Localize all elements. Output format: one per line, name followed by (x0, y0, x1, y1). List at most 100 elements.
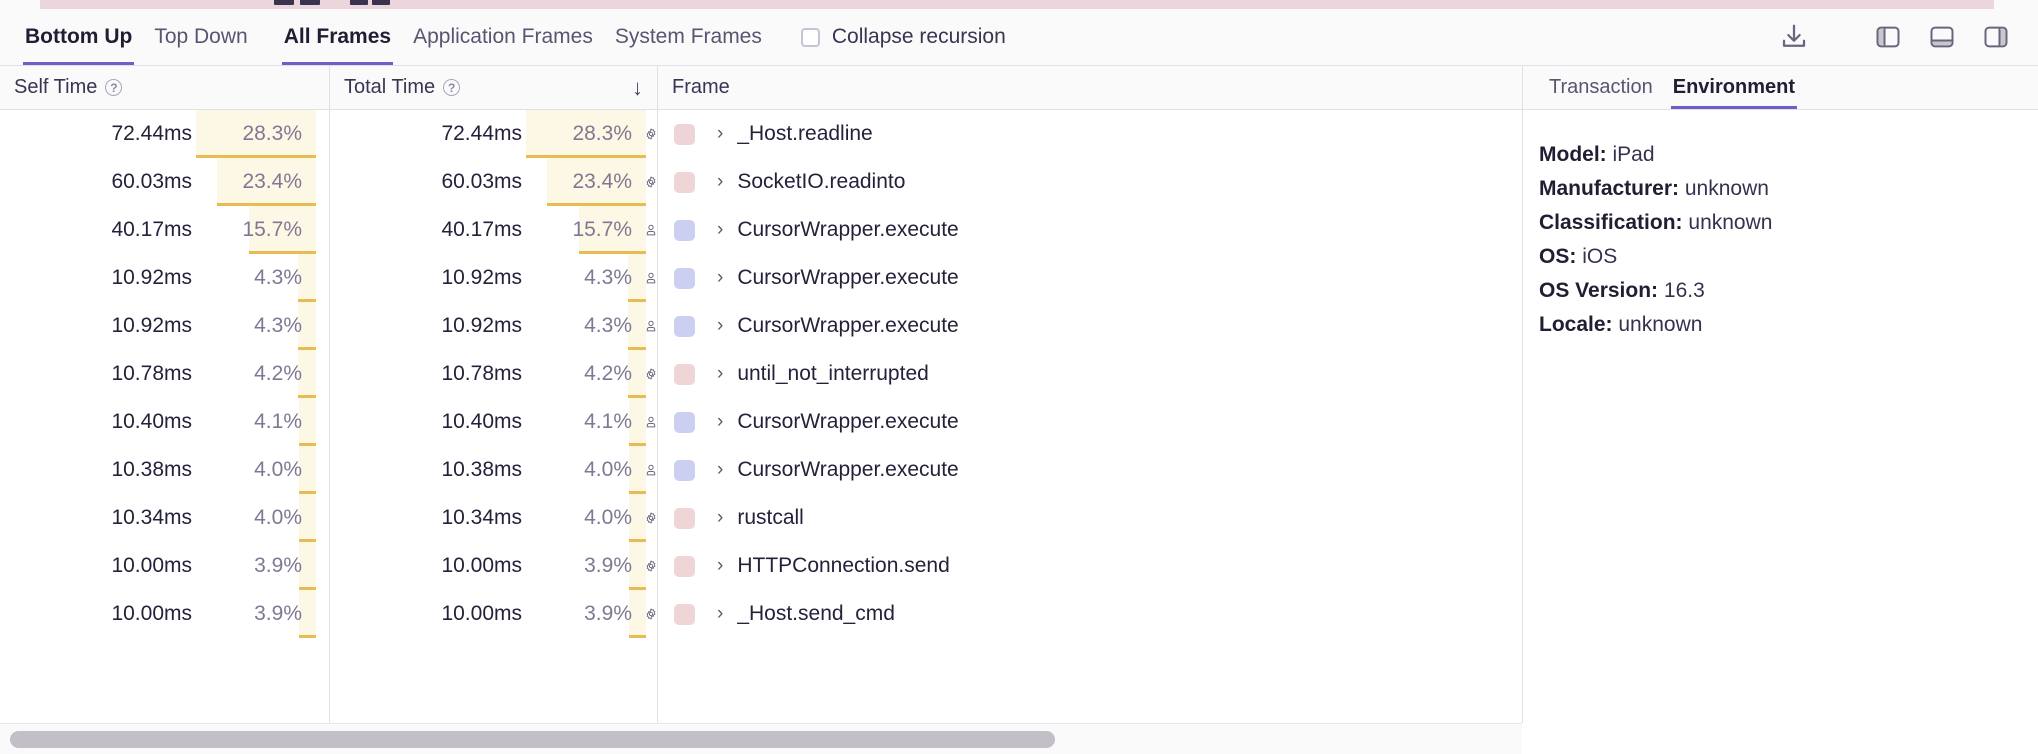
self-percent-bar: 4.1% (196, 398, 316, 446)
gear-icon[interactable] (644, 170, 658, 194)
tab-transaction[interactable]: Transaction (1539, 66, 1663, 109)
download-icon[interactable] (1774, 17, 1814, 57)
expand-chevron-icon[interactable]: › (717, 603, 724, 624)
expand-chevron-icon[interactable]: › (717, 267, 724, 288)
environment-row: OS Version: 16.3 (1539, 274, 2038, 308)
flamegraph-block[interactable] (372, 0, 390, 5)
tab-all-frames-label: All Frames (283, 25, 392, 48)
collapse-recursion-checkbox[interactable] (800, 27, 820, 47)
flamegraph-strip[interactable] (0, 0, 2038, 9)
tab-top-down-label: Top Down (154, 25, 248, 48)
self-percent-bar: 4.0% (196, 446, 316, 494)
column-header-self-time[interactable]: Self Time ? (0, 66, 330, 109)
expand-chevron-icon[interactable]: › (717, 555, 724, 576)
expand-chevron-icon[interactable]: › (717, 123, 724, 144)
flamegraph-left-edge (0, 0, 40, 9)
tab-system-frames[interactable]: System Frames (604, 9, 773, 65)
environment-key: Manufacturer: (1539, 177, 1680, 200)
environment-row: Model: iPad (1539, 138, 2038, 172)
self-percent-value: 4.3% (254, 314, 302, 337)
person-icon[interactable] (644, 314, 658, 338)
self-percent-value: 4.0% (254, 506, 302, 529)
cell-total-time: 10.78ms 4.2% (330, 350, 658, 398)
total-time-value: 10.78ms (441, 362, 522, 385)
self-percent-value: 4.2% (254, 362, 302, 385)
self-percent-underline (299, 539, 316, 542)
expand-chevron-icon[interactable]: › (717, 507, 724, 528)
scrollbar-thumb[interactable] (10, 731, 1055, 748)
environment-value: iOS (1582, 245, 1618, 268)
total-percent-value: 4.2% (584, 362, 632, 385)
tab-application-frames[interactable]: Application Frames (402, 9, 604, 65)
gear-icon[interactable] (644, 554, 658, 578)
environment-row: OS: iOS (1539, 240, 2038, 274)
frame-name: CursorWrapper.execute (737, 458, 959, 481)
expand-chevron-icon[interactable]: › (717, 219, 724, 240)
total-percent-value: 23.4% (572, 170, 632, 193)
person-icon[interactable] (644, 266, 658, 290)
total-percent-underline (629, 491, 646, 494)
horizontal-scrollbar[interactable] (0, 723, 1522, 754)
expand-chevron-icon[interactable]: › (717, 459, 724, 480)
tab-top-down[interactable]: Top Down (143, 9, 258, 65)
help-icon[interactable]: ? (105, 79, 123, 96)
person-icon[interactable] (644, 410, 658, 434)
total-percent-value: 28.3% (572, 122, 632, 145)
person-icon[interactable] (644, 218, 658, 242)
self-percent-fill (297, 302, 316, 350)
expand-chevron-icon[interactable]: › (717, 363, 724, 384)
total-percent-bar: 3.9% (526, 590, 646, 638)
flamegraph-block[interactable] (300, 0, 320, 5)
expand-chevron-icon[interactable]: › (717, 171, 724, 192)
gear-icon[interactable] (644, 506, 658, 530)
expand-chevron-icon[interactable]: › (717, 411, 724, 432)
gear-icon[interactable] (644, 602, 658, 626)
column-header-total-time[interactable]: Total Time ? ↓ (330, 66, 658, 109)
self-percent-bar: 4.3% (196, 254, 316, 302)
tab-bottom-up[interactable]: Bottom Up (14, 9, 143, 65)
person-icon[interactable] (644, 458, 658, 482)
total-percent-bar: 4.3% (526, 302, 646, 350)
flamegraph-block[interactable] (274, 0, 294, 5)
expand-chevron-icon[interactable]: › (717, 315, 724, 336)
right-panel-icon[interactable] (1976, 17, 2016, 57)
self-percent-underline (298, 443, 316, 446)
environment-key: OS Version: (1539, 279, 1659, 302)
column-header-frame[interactable]: Frame (658, 66, 1522, 109)
bottom-panel-icon[interactable] (1922, 17, 1962, 57)
frame-color-swatch (674, 603, 695, 625)
help-icon[interactable]: ? (443, 79, 461, 96)
tab-environment[interactable]: Environment (1663, 66, 1805, 109)
left-panel-icon[interactable] (1868, 17, 1908, 57)
total-percent-value: 3.9% (584, 554, 632, 577)
total-percent-fill (579, 206, 646, 254)
self-time-value: 10.92ms (111, 314, 192, 337)
self-time-value: 10.40ms (111, 410, 192, 433)
gear-icon[interactable] (644, 362, 658, 386)
self-percent-fill (196, 110, 316, 158)
environment-value: unknown (1618, 313, 1703, 336)
flamegraph-block[interactable] (350, 0, 368, 5)
cell-frame: ›CursorWrapper.execute (658, 398, 1522, 446)
gear-icon[interactable] (644, 122, 658, 146)
total-percent-fill (526, 110, 646, 158)
total-percent-fill (629, 542, 646, 590)
total-percent-bar: 3.9% (526, 542, 646, 590)
sort-descending-icon[interactable]: ↓ (632, 74, 643, 100)
tab-all-frames[interactable]: All Frames (273, 9, 402, 65)
collapse-recursion-toggle[interactable]: Collapse recursion (800, 25, 1006, 49)
